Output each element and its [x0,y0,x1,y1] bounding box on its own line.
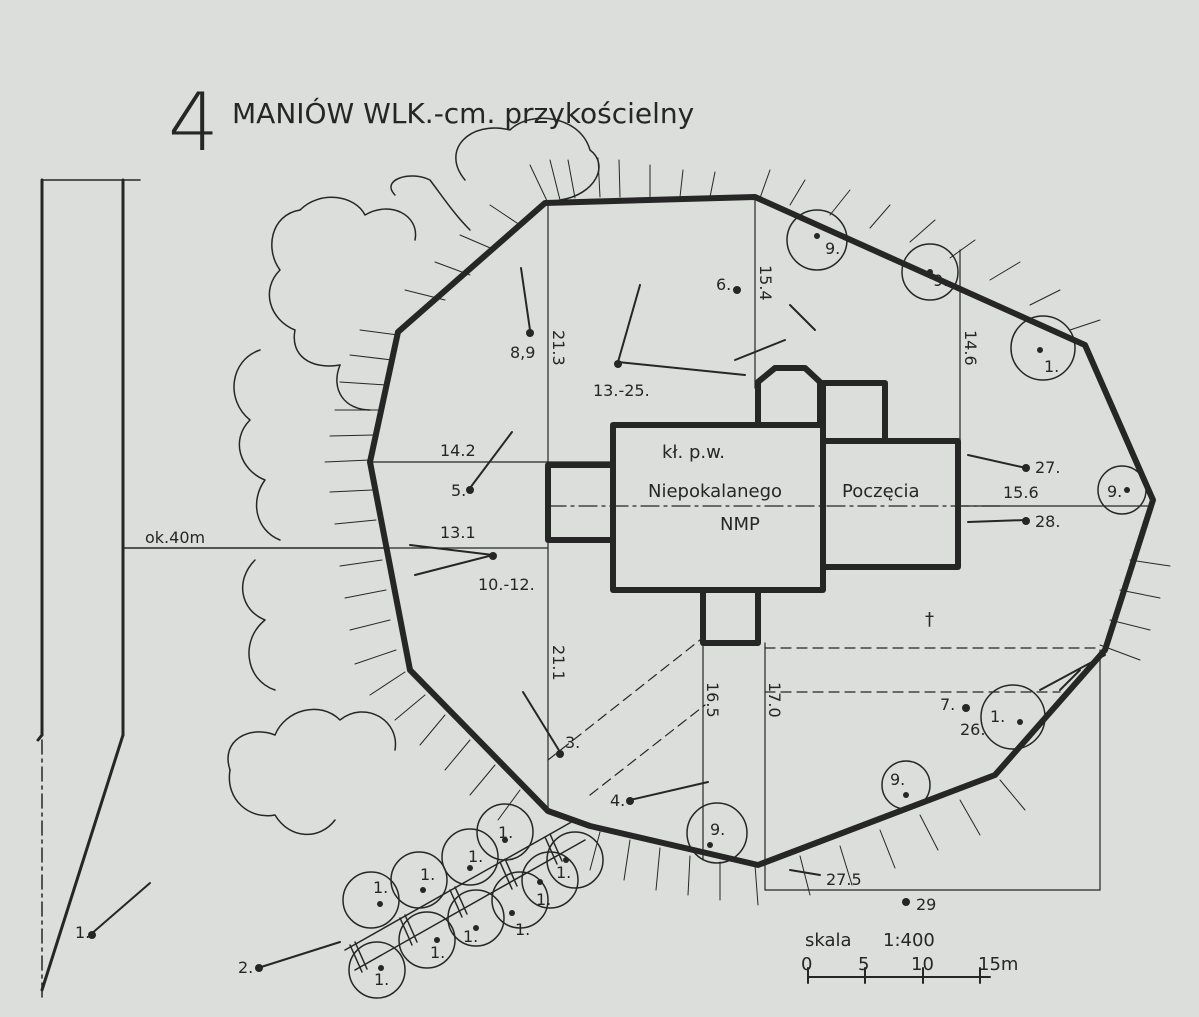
tree-1-sw-dots [377,837,569,971]
tree-1-se-label: 1. [990,707,1005,726]
scale-tick-5: 5 [858,954,869,975]
dimension-lines [369,196,1154,891]
dim-14-6: 14.6 [961,330,980,366]
marker-28: 28. [1035,512,1060,531]
tree-9-b: 9. [933,271,948,290]
church-name-3: Poczęcia [842,481,920,502]
scale-tick-15: 15m [978,954,1018,975]
plan-title: MANIÓW WLK.-cm. przykościelny [232,96,694,130]
church-name-2: Niepokalanego [648,481,782,502]
scale-bar [807,967,991,984]
marker-dots [88,286,1030,972]
marker-7: 7. [940,695,955,714]
scale-tick-0: 0 [801,954,812,975]
tree-1-sw-d: 1. [430,943,445,962]
marker-13-25: 13.-25. [593,381,650,400]
tree-1-se-dot [1017,719,1023,725]
tree-canopy [227,117,600,836]
tree-1-sw-e: 1. [468,847,483,866]
gate-se [1039,654,1106,711]
dim-40m: ok.40m [145,528,205,547]
tree-1-sw-c: 1. [420,865,435,884]
dim-21-3: 21.3 [549,330,568,366]
church-building [545,365,961,646]
marker-6: 6. [716,275,731,294]
tree-1-sw-a: 1. [374,970,389,989]
church-name-1: kł. p.w. [662,442,725,463]
tree-9-c: 9. [710,820,725,839]
road [36,178,141,992]
scale-label: skala [805,930,852,951]
marker-8-9: 8,9 [510,343,535,362]
tree-1-se [980,684,1046,750]
marker-1-left: 1. [75,923,90,942]
tree-1-sw-j: 1. [556,863,571,882]
marker-4: 4. [610,791,625,810]
scale-ratio: 1:400 [883,930,935,951]
marker-26: 26. [960,720,985,739]
tree-9-e: 9. [1107,482,1122,501]
steps-sw [344,819,586,973]
marker-2: 2. [238,958,253,977]
marker-leaders [89,267,1027,969]
trees-9 [686,209,1147,864]
tree-1-sw-g: 1. [498,823,513,842]
tree-1-sw-f: 1. [463,927,478,946]
dim-16-5: 16.5 [703,682,722,718]
tree-1-ne-dot [1037,347,1043,353]
tree-9-a: 9. [825,239,840,258]
dim-15-4: 15.4 [756,265,775,301]
tree-9-dots [707,233,1130,848]
dim-14-2: 14.2 [440,441,476,460]
marker-5: 5. [451,481,466,500]
dim-27-5: 27.5 [826,870,862,889]
scale-tick-10: 10 [911,954,934,975]
tree-1-sw-b: 1. [373,878,388,897]
dim-13-1: 13.1 [440,523,476,542]
tree-1-ne [1010,315,1076,381]
tree-9-d: 9. [890,770,905,789]
dim-29: 29 [916,895,936,914]
dim-21-1: 21.1 [549,645,568,681]
plate-number: 4 [168,76,219,169]
tree-1-sw-i: 1. [536,890,551,909]
tree-1-sw-h: 1. [515,920,530,939]
dim-15-6: 15.6 [1003,483,1039,502]
dim-17-0: 17.0 [765,682,784,718]
marker-10-12: 10.-12. [478,575,535,594]
marker-3: 3. [565,733,580,752]
marker-27: 27. [1035,458,1060,477]
church-name-4: NMP [720,514,760,535]
tree-1-ne-label: 1. [1044,357,1059,376]
grave-cross: † [925,609,934,630]
